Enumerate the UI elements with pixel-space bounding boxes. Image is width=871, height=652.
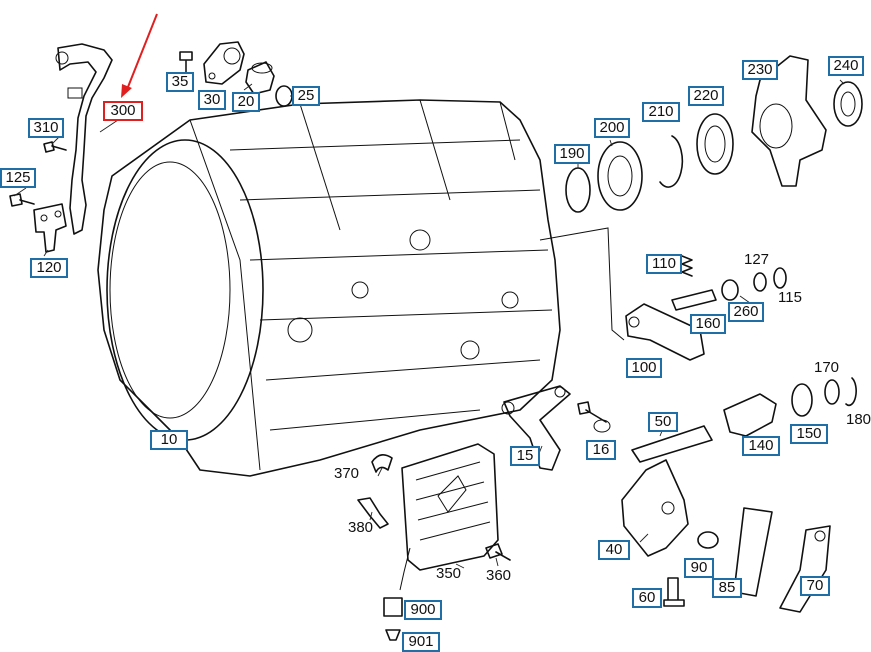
- callout-10[interactable]: 10: [150, 430, 188, 450]
- callout-230[interactable]: 230: [742, 60, 778, 80]
- callout-30[interactable]: 30: [198, 90, 226, 110]
- bolt-16: [577, 401, 611, 433]
- callout-60[interactable]: 60: [632, 588, 662, 608]
- callout-150[interactable]: 150: [790, 424, 828, 444]
- callout-20[interactable]: 20: [232, 92, 260, 112]
- callout-40[interactable]: 40: [598, 540, 630, 560]
- bolt-125: [9, 193, 35, 207]
- bearing-200: [597, 141, 643, 211]
- callout-240[interactable]: 240: [828, 56, 864, 76]
- label-370: 370: [334, 465, 360, 482]
- shaft-50: [631, 425, 713, 463]
- label-127: 127: [744, 251, 770, 268]
- link-85: [733, 507, 773, 597]
- snap-ring-190: [565, 167, 591, 213]
- highlight-arrow: [121, 13, 158, 98]
- callout-110[interactable]: 110: [646, 254, 682, 274]
- collar-150: [791, 383, 813, 417]
- pin-380: [357, 497, 389, 529]
- sleeve-260: [721, 279, 739, 301]
- callout-210[interactable]: 210: [642, 102, 680, 122]
- callout-901[interactable]: 901: [402, 632, 440, 652]
- cam-140: [723, 393, 777, 437]
- seal-ring-25: [275, 85, 293, 107]
- label-350: 350: [436, 565, 462, 582]
- spring-110: [681, 255, 693, 277]
- callout-35[interactable]: 35: [166, 72, 194, 92]
- callout-120[interactable]: 120: [30, 258, 68, 278]
- callout-90[interactable]: 90: [684, 558, 714, 578]
- bolt-60: [663, 577, 685, 607]
- bolt-310: [43, 141, 67, 153]
- callout-160[interactable]: 160: [690, 314, 726, 334]
- label-380: 380: [348, 519, 374, 536]
- pin-160: [671, 289, 717, 311]
- circlip-210: [659, 135, 684, 188]
- connector-901: [385, 629, 401, 641]
- callout-300[interactable]: 300: [103, 101, 143, 121]
- hose-370: [371, 454, 393, 473]
- detent-plate-40: [621, 459, 689, 557]
- callout-125[interactable]: 125: [0, 168, 36, 188]
- callout-190[interactable]: 190: [554, 144, 590, 164]
- lever-70: [779, 525, 831, 613]
- selector-lever-15: [501, 385, 571, 471]
- dipstick-tube-300: [55, 43, 113, 235]
- bracket-120: [33, 203, 67, 253]
- label-180: 180: [846, 411, 871, 428]
- callout-200[interactable]: 200: [594, 118, 630, 138]
- callout-70[interactable]: 70: [800, 576, 830, 596]
- washer-90: [697, 531, 719, 549]
- ring-127: [753, 272, 767, 292]
- callout-25[interactable]: 25: [292, 86, 320, 106]
- ring-115: [773, 267, 787, 289]
- connector-900: [383, 597, 403, 617]
- ring-170: [824, 379, 840, 405]
- callout-100[interactable]: 100: [626, 358, 662, 378]
- plug-20: [245, 61, 275, 95]
- valve-body-350: [399, 443, 499, 591]
- callout-220[interactable]: 220: [688, 86, 724, 106]
- flange-230: [751, 55, 827, 187]
- callout-900[interactable]: 900: [404, 600, 442, 620]
- nut-240: [833, 81, 863, 127]
- transmission-housing-10: [97, 99, 625, 477]
- seal-220: [696, 113, 734, 175]
- label-115: 115: [778, 289, 802, 306]
- callout-50[interactable]: 50: [648, 412, 678, 432]
- callout-260[interactable]: 260: [728, 302, 764, 322]
- sensor-30: [203, 41, 245, 85]
- callout-15[interactable]: 15: [510, 446, 540, 466]
- circlip-180: [845, 377, 857, 407]
- callout-85[interactable]: 85: [712, 578, 742, 598]
- callout-16[interactable]: 16: [586, 440, 616, 460]
- label-360: 360: [486, 567, 512, 584]
- callout-140[interactable]: 140: [742, 436, 780, 456]
- label-170: 170: [814, 359, 840, 376]
- bolt-360: [485, 543, 511, 561]
- callout-310[interactable]: 310: [28, 118, 64, 138]
- lever-100: [625, 303, 705, 361]
